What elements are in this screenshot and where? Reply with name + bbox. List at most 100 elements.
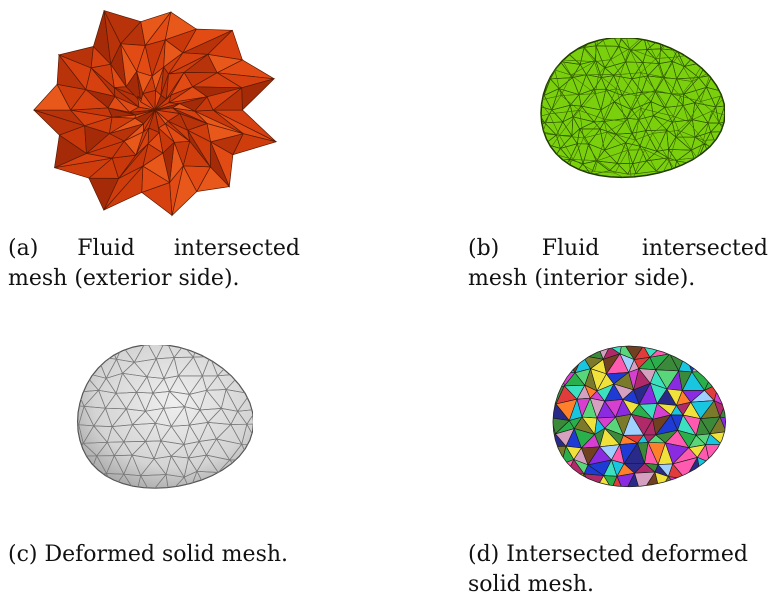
mesh-triangle bbox=[684, 478, 703, 487]
mesh-triangle bbox=[541, 131, 546, 152]
mesh-triangle bbox=[699, 346, 724, 359]
mesh-triangle bbox=[520, 115, 532, 137]
mesh-triangle bbox=[660, 38, 672, 40]
mesh-triangle bbox=[520, 70, 531, 100]
mesh-triangle bbox=[520, 38, 526, 42]
mesh-triangle bbox=[699, 354, 724, 372]
mesh-triangle bbox=[77, 345, 99, 361]
mesh-triangle bbox=[541, 38, 557, 55]
mesh-triangle bbox=[520, 78, 534, 89]
mesh-triangle bbox=[60, 456, 76, 474]
mesh-triangle bbox=[532, 399, 551, 418]
mesh-triangle bbox=[685, 346, 701, 359]
mesh-triangle bbox=[520, 151, 537, 165]
mesh-triangle bbox=[535, 458, 545, 477]
mesh-triangle bbox=[710, 38, 725, 53]
mesh-triangle bbox=[556, 38, 572, 43]
mesh-triangle bbox=[541, 61, 551, 81]
mesh-triangle bbox=[688, 38, 709, 55]
mesh-triangle bbox=[58, 374, 67, 389]
mesh-triangle bbox=[660, 346, 681, 348]
mesh-triangle bbox=[695, 38, 709, 55]
mesh-triangle bbox=[553, 433, 557, 448]
mesh-triangle bbox=[718, 162, 725, 178]
mesh-triangle bbox=[726, 420, 727, 433]
mesh-triangle bbox=[532, 415, 551, 434]
mesh-triangle bbox=[111, 345, 133, 347]
fluid-mesh-exterior-image bbox=[30, 2, 280, 222]
mesh-triangle bbox=[623, 345, 644, 346]
mesh-triangle bbox=[58, 345, 66, 346]
mesh-triangle bbox=[58, 425, 71, 444]
mesh-triangle bbox=[532, 374, 538, 387]
mesh-triangle bbox=[541, 48, 545, 66]
mesh-triangle bbox=[553, 463, 568, 478]
caption-c: (c) Deformed solid mesh. bbox=[8, 540, 328, 570]
mesh-triangle bbox=[229, 472, 250, 489]
mesh-triangle bbox=[248, 443, 253, 460]
mesh-triangle bbox=[707, 38, 720, 56]
mesh-triangle bbox=[541, 38, 558, 58]
mesh-triangle bbox=[717, 156, 725, 174]
caption-a-word2: intersected bbox=[173, 236, 300, 261]
mesh-triangle bbox=[643, 38, 662, 39]
mesh-d-facets bbox=[532, 345, 727, 491]
caption-a-line1: (a) Fluid intersected bbox=[8, 234, 300, 264]
mesh-triangle bbox=[721, 61, 725, 78]
mesh-triangle bbox=[532, 357, 546, 374]
mesh-triangle bbox=[695, 53, 709, 63]
mesh-triangle bbox=[541, 56, 556, 71]
mesh-triangle bbox=[724, 387, 726, 407]
mesh-triangle bbox=[58, 389, 67, 412]
mesh-triangle bbox=[696, 157, 719, 175]
mesh-triangle bbox=[658, 38, 681, 42]
mesh-triangle bbox=[553, 388, 557, 405]
mesh-triangle bbox=[524, 89, 533, 104]
caption-b-word1: Fluid bbox=[541, 236, 600, 261]
mesh-triangle bbox=[707, 38, 725, 40]
mesh-triangle bbox=[718, 149, 725, 164]
mesh-triangle bbox=[58, 425, 61, 444]
mesh-triangle bbox=[541, 160, 557, 178]
mesh-triangle bbox=[77, 455, 91, 476]
mesh-triangle bbox=[710, 151, 725, 164]
mesh-triangle bbox=[718, 371, 726, 389]
mesh-triangle bbox=[535, 474, 545, 491]
mesh-triangle bbox=[541, 161, 542, 178]
mesh-triangle bbox=[520, 38, 522, 50]
mesh-triangle bbox=[230, 345, 250, 362]
mesh-triangle bbox=[695, 160, 712, 178]
mesh-triangle bbox=[650, 346, 671, 348]
mesh-triangle bbox=[721, 442, 726, 460]
mesh-triangle bbox=[553, 353, 564, 373]
mesh-triangle bbox=[679, 346, 692, 355]
mesh-triangle bbox=[541, 131, 544, 162]
mesh-triangle bbox=[710, 475, 725, 487]
mesh-triangle bbox=[77, 374, 79, 393]
mesh-triangle bbox=[711, 61, 725, 77]
mesh-triangle bbox=[77, 372, 84, 393]
mesh-triangle bbox=[520, 77, 524, 101]
mesh-triangle bbox=[721, 51, 725, 64]
mesh-triangle bbox=[58, 345, 77, 360]
mesh-triangle bbox=[520, 89, 527, 103]
caption-c-line1: (c) Deformed solid mesh. bbox=[8, 542, 289, 567]
mesh-triangle bbox=[718, 38, 725, 40]
mesh-triangle bbox=[520, 38, 532, 57]
mesh-triangle bbox=[553, 371, 562, 390]
mesh-triangle bbox=[532, 447, 547, 458]
mesh-triangle bbox=[706, 61, 723, 76]
mesh-triangle bbox=[520, 100, 526, 119]
caption-a-label: (a) bbox=[8, 236, 39, 261]
mesh-triangle bbox=[532, 387, 533, 399]
mesh-triangle bbox=[541, 119, 544, 133]
mesh-triangle bbox=[710, 51, 725, 73]
mesh-triangle bbox=[532, 434, 547, 450]
mesh-triangle bbox=[553, 446, 563, 465]
mesh-triangle bbox=[524, 103, 533, 115]
mesh-triangle bbox=[710, 160, 725, 178]
mesh-triangle bbox=[248, 470, 253, 489]
mesh-triangle bbox=[532, 434, 537, 450]
mesh-triangle bbox=[520, 57, 531, 77]
mesh-triangle bbox=[154, 107, 173, 111]
